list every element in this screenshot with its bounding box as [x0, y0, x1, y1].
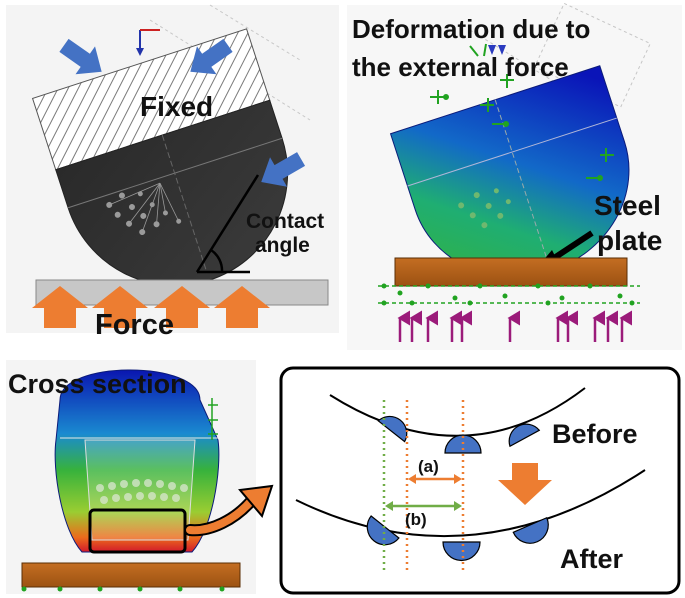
steel-label-line-2: plate	[597, 225, 662, 256]
after-arc	[295, 469, 646, 538]
fingertip-dark-body	[55, 99, 289, 287]
plate-fixture-dots	[381, 283, 635, 306]
force-arrow-icon-2	[92, 286, 148, 328]
fixture-markers	[430, 43, 614, 181]
force-arrows	[32, 286, 270, 328]
plate-fixture-row	[378, 285, 640, 304]
panel-fixed: Fixed Contact angle Force	[6, 4, 339, 341]
panel-deformation: Deformation due to the external force St…	[347, 2, 682, 350]
contact-label-line-2: angle	[255, 234, 310, 257]
fixed-label: Fixed	[140, 91, 213, 122]
construction-lines	[149, 4, 311, 121]
panel-detail: Before After (a) (b)	[279, 366, 681, 595]
press-arrow-icon-2	[190, 38, 233, 75]
zoom-arrow-icon	[184, 484, 274, 537]
after-bumps	[366, 515, 549, 562]
cross-sensor-dots	[96, 479, 188, 504]
panel-cross-section: Cross section	[6, 360, 274, 594]
cross-section-body	[54, 369, 220, 553]
steel-plate	[394, 257, 628, 287]
steel-label-line-1: Steel	[594, 190, 661, 221]
force-arrow-icon-4	[214, 286, 270, 328]
deform-title-line-1: Deformation due to	[352, 14, 590, 44]
press-arrow-icon-1	[59, 38, 102, 75]
deform-sensor-dots	[458, 188, 511, 229]
cross-fixture-markers	[208, 398, 218, 440]
dimension-b	[385, 501, 462, 511]
sensor-dots	[106, 191, 182, 236]
cross-section-title: Cross section	[8, 369, 187, 399]
body-axis	[161, 134, 208, 274]
press-arrow-icon-3	[261, 152, 306, 187]
down-arrow-icon	[498, 463, 552, 505]
dimension-a	[408, 474, 462, 484]
after-label: After	[560, 544, 623, 574]
before-label: Before	[552, 419, 638, 449]
deform-axis	[494, 99, 550, 267]
label-a: (a)	[418, 457, 439, 476]
press-arrows	[59, 38, 306, 187]
cross-steel-plate	[21, 562, 241, 588]
force-label: Force	[95, 309, 174, 341]
axis-triad-icon	[136, 29, 160, 56]
blue-load-markers	[488, 45, 506, 55]
sensor-wiring	[109, 182, 180, 233]
force-arrow-icon-3	[154, 286, 210, 328]
cross-plate-dots	[21, 586, 225, 592]
label-b: (b)	[405, 510, 427, 529]
contact-label-line-1: Contact	[246, 210, 324, 233]
contact-angle-indicator	[195, 174, 260, 274]
force-arrow-icon-1	[32, 286, 88, 328]
inner-cavity	[84, 439, 196, 541]
deform-title-line-2: the external force	[352, 52, 569, 82]
deform-midline	[407, 117, 617, 187]
reaction-force-arrows	[397, 310, 632, 342]
